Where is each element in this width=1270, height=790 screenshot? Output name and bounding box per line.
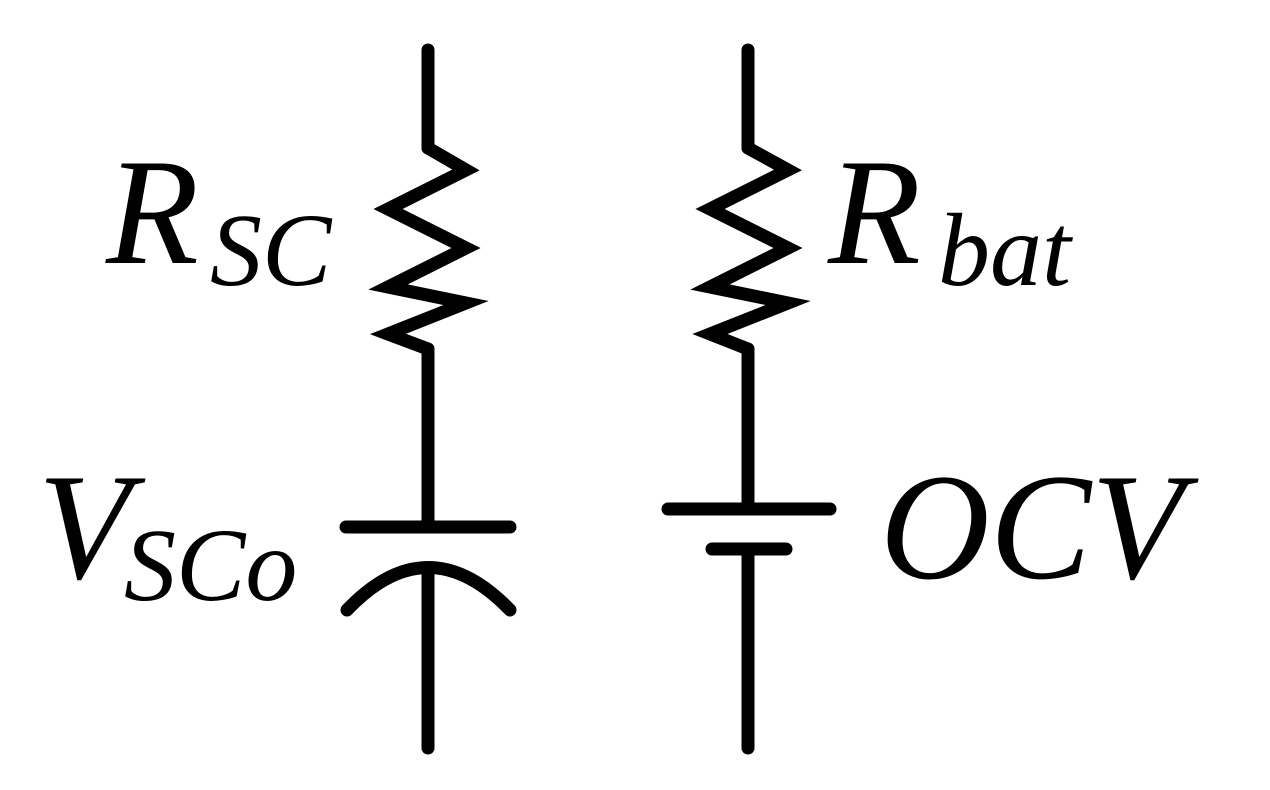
rsc-label-subscript: SC: [210, 193, 333, 308]
vsco-label-subscript: SCo: [124, 508, 297, 623]
rbat-label-main: R: [827, 128, 921, 296]
supercapacitor-branch: [339, 43, 517, 755]
vsco-label-main: V: [38, 443, 146, 611]
ocv-label: OCV: [880, 443, 1199, 611]
rsc-label-main: R: [105, 128, 199, 296]
battery-branch: [661, 43, 837, 755]
rbat-resistor-zigzag: [690, 141, 811, 356]
rbat-label-subscript: bat: [938, 193, 1073, 308]
rsc-resistor-zigzag: [368, 141, 489, 356]
